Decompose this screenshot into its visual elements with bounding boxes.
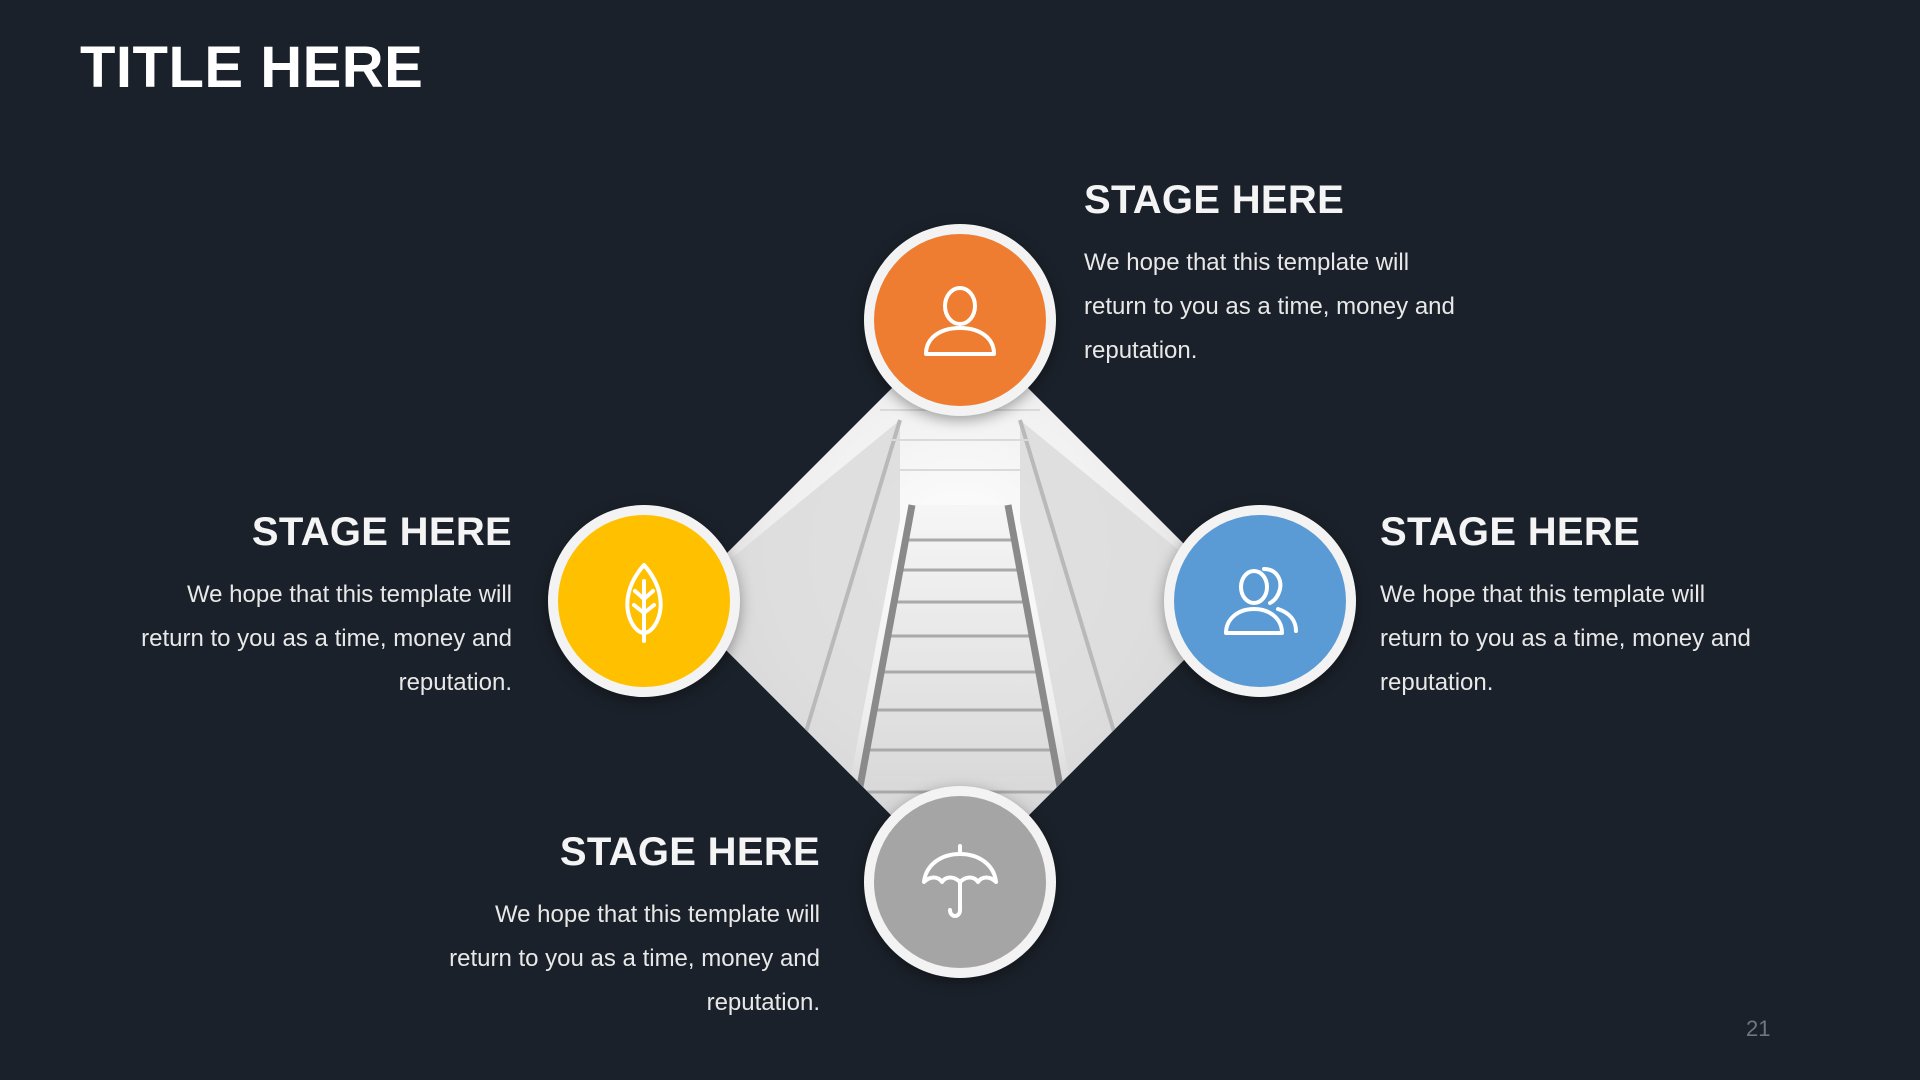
- stage-2-circle-fill: [558, 515, 730, 687]
- umbrella-icon: [922, 844, 998, 918]
- stage-1-text: STAGE HERE We hope that this template wi…: [1084, 178, 1464, 373]
- stage-3-text: STAGE HERE We hope that this template wi…: [1380, 510, 1760, 705]
- stage-2-heading: STAGE HERE: [251, 510, 512, 554]
- page-number: 21: [1746, 1016, 1771, 1041]
- users-icon: [1224, 567, 1298, 635]
- stage-2-circle: [548, 505, 740, 697]
- stage-4-circle-fill: [874, 796, 1046, 968]
- leaf-icon: [625, 563, 663, 643]
- stage-4-circle: [864, 786, 1056, 978]
- stage-4-text: STAGE HERE We hope that this template wi…: [440, 830, 820, 1025]
- stage-3-circle: [1164, 505, 1356, 697]
- stage-3-heading: STAGE HERE: [1380, 510, 1641, 554]
- slide-title: TITLE HERE: [80, 35, 424, 100]
- stage-2-text: STAGE HERE We hope that this template wi…: [132, 510, 512, 705]
- stage-1-body: We hope that this template will return t…: [1084, 249, 1455, 364]
- stage-4-body: We hope that this template will return t…: [449, 901, 820, 1016]
- stage-1-circle-fill: [874, 234, 1046, 406]
- stage-1-heading: STAGE HERE: [1084, 178, 1345, 222]
- stage-2-body: We hope that this template will return t…: [141, 581, 512, 696]
- user-icon: [924, 286, 996, 356]
- stage-1-circle: [864, 224, 1056, 416]
- stage-3-circle-fill: [1174, 515, 1346, 687]
- stage-4-heading: STAGE HERE: [559, 830, 820, 874]
- stage-3-body: We hope that this template will return t…: [1380, 581, 1751, 696]
